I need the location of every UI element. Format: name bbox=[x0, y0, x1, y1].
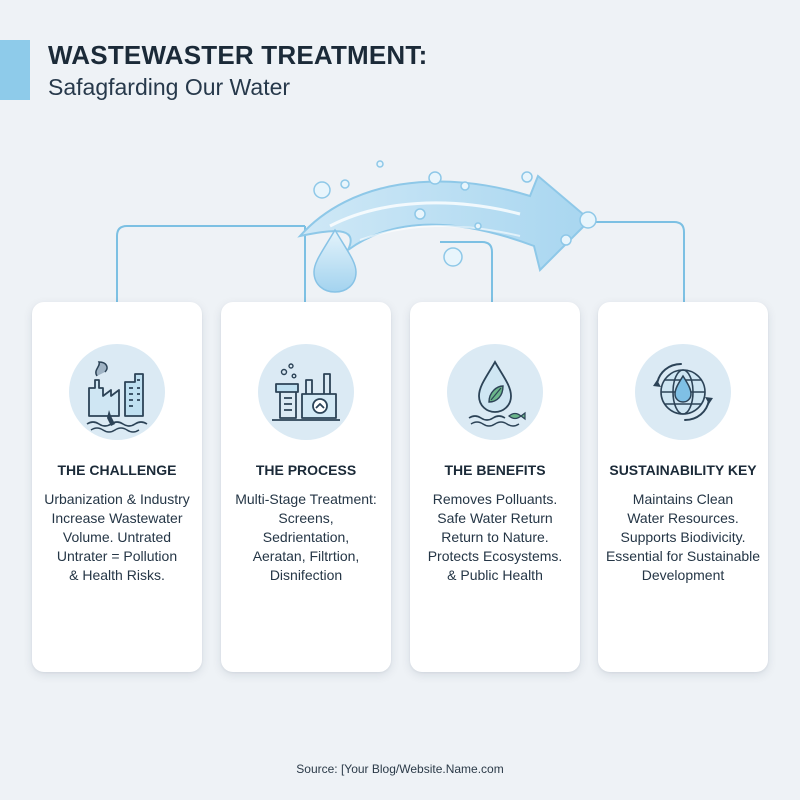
card-process: THE PROCESS Multi-Stage Treatment: Scree… bbox=[221, 302, 391, 672]
description-line: Supports Biodivicity. bbox=[620, 529, 746, 545]
card-title: SUSTAINABILITY KEY bbox=[609, 462, 757, 478]
water-droplet bbox=[313, 228, 357, 293]
description-line: Disnifection bbox=[269, 567, 343, 583]
page-title: WASTEWASTER TREATMENT: bbox=[48, 40, 428, 70]
card-description: Urbanization & Industry Increase Wastewa… bbox=[38, 490, 196, 585]
description-line: Urbanization & Industry bbox=[44, 491, 190, 507]
card-benefits: THE BENEFITS Removes Polluants. Safe Wat… bbox=[410, 302, 580, 672]
factory-city-icon bbox=[86, 361, 148, 433]
page-subtitle: Safagfarding Our Water bbox=[48, 74, 291, 100]
description-line: Safe Water Return bbox=[437, 510, 553, 526]
connector-lines bbox=[116, 221, 685, 312]
card-description: Maintains Clean Water Resources. Support… bbox=[604, 490, 762, 585]
description-line: Essential for Sustainable bbox=[605, 548, 761, 564]
card-title: THE CHALLENGE bbox=[57, 462, 177, 478]
description-line: Increase Wastewater bbox=[51, 510, 183, 526]
treatment-plant-icon bbox=[272, 363, 340, 421]
card-title: THE BENEFITS bbox=[444, 462, 546, 478]
source-credit: Source: [Your Blog/Website.Name.com bbox=[296, 762, 504, 776]
globe-recycle-icon bbox=[653, 363, 713, 421]
description-line: Multi-Stage Treatment: bbox=[235, 491, 377, 507]
description-line: Screens, bbox=[278, 510, 334, 526]
card-challenge: THE CHALLENGE Urbanization & Industry In… bbox=[32, 302, 202, 672]
water-arrow bbox=[297, 174, 592, 272]
description-line: Untrater = Pollution bbox=[56, 548, 178, 564]
title-accent-bar bbox=[0, 40, 30, 100]
card-description: Multi-Stage Treatment: Screens, Sedrient… bbox=[227, 490, 385, 585]
description-line: Sedrientation, bbox=[262, 529, 350, 545]
card-description: Removes Polluants. Safe Water Return Ret… bbox=[416, 490, 574, 585]
water-drop-leaf-icon bbox=[468, 360, 526, 427]
description-line: Aeratan, Filtrtion, bbox=[252, 548, 360, 564]
description-line: & Public Health bbox=[447, 567, 543, 583]
description-line: Development bbox=[641, 567, 725, 583]
description-line: Volume. Untrated bbox=[62, 529, 172, 545]
description-line: Protects Ecosystems. bbox=[427, 548, 563, 564]
description-line: Water Resources. bbox=[627, 510, 739, 526]
description-line: Return to Nature. bbox=[441, 529, 549, 545]
card-title: THE PROCESS bbox=[255, 462, 357, 478]
description-line: & Health Risks. bbox=[69, 567, 165, 583]
card-sustainability: SUSTAINABILITY KEY Maintains Clean Water… bbox=[598, 302, 768, 672]
water-bubbles bbox=[313, 160, 597, 267]
description-line: Removes Polluants. bbox=[432, 491, 558, 507]
description-line: Maintains Clean bbox=[632, 491, 734, 507]
